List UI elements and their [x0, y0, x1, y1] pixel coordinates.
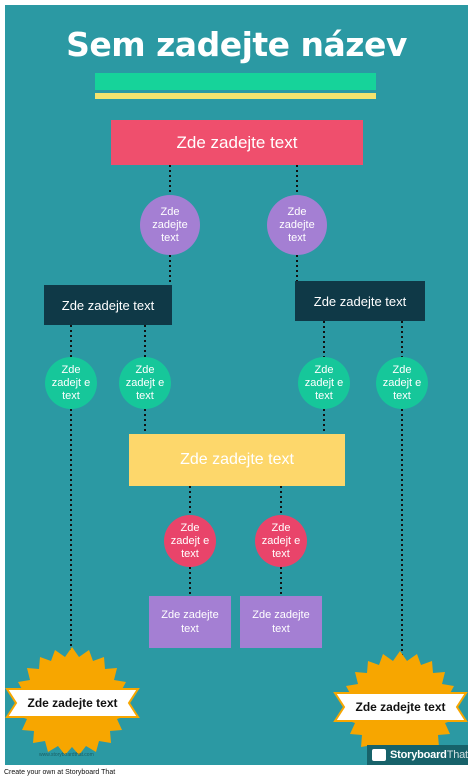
- circle-label: Zde zadejt e text: [382, 363, 422, 402]
- level1-circle-left: Zde zadejte text: [140, 195, 200, 255]
- circle-label: Zde zadejte text: [152, 205, 188, 244]
- level2-node-left: Zde zadejte text: [44, 285, 172, 325]
- title-underline-green: [95, 73, 376, 90]
- circle-label: Zde zadejt e text: [304, 363, 344, 402]
- level3-circle-left: Zde zadejt e text: [164, 515, 216, 567]
- logo-main: Storyboard: [390, 749, 447, 761]
- level1-circle-right: Zde zadejte text: [267, 195, 327, 255]
- watermark-url: www.storyboardthat.com: [39, 752, 94, 758]
- end-badge-right: [333, 651, 468, 759]
- infographic-canvas: Sem zadejte název Zde zadejte text Zde z…: [5, 5, 468, 765]
- circle-label: Zde zadejt e text: [261, 521, 301, 560]
- level2-node-right: Zde zadejte text: [295, 281, 425, 321]
- level2-circle-4: Zde zadejt e text: [376, 357, 428, 409]
- logo-text: StoryboardThat: [390, 749, 468, 761]
- circle-label: Zde zadejte text: [279, 205, 315, 244]
- storyboard-icon: [372, 749, 386, 761]
- footer-credit[interactable]: Create your own at Storyboard That: [4, 769, 116, 776]
- level2-circle-1: Zde zadejt e text: [45, 357, 97, 409]
- ribbon-shape: [5, 688, 140, 718]
- end-badge-left-label: Zde zadejte text: [27, 696, 118, 710]
- circle-label: Zde zadejt e text: [125, 363, 165, 402]
- top-node: Zde zadejte text: [111, 120, 363, 165]
- circle-label: Zde zadejt e text: [51, 363, 91, 402]
- level2-circle-3: Zde zadejt e text: [298, 357, 350, 409]
- connector-lines: [70, 165, 403, 659]
- storyboardthat-logo[interactable]: StoryboardThat: [367, 745, 468, 765]
- logo-suffix: That: [446, 749, 468, 761]
- end-badge-right-label: Zde zadejte text: [355, 700, 446, 714]
- level3-circle-right: Zde zadejt e text: [255, 515, 307, 567]
- end-badge-left: [5, 647, 140, 755]
- diagram-title: Sem zadejte název: [66, 25, 407, 64]
- level2-circle-2: Zde zadejt e text: [119, 357, 171, 409]
- center-node: Zde zadejte text: [129, 434, 345, 486]
- bottom-node-left: Zde zadejte text: [149, 596, 231, 648]
- circle-label: Zde zadejt e text: [170, 521, 210, 560]
- title-underline-yellow: [95, 93, 376, 99]
- ribbon-shape: [333, 692, 468, 722]
- bottom-node-right: Zde zadejte text: [240, 596, 322, 648]
